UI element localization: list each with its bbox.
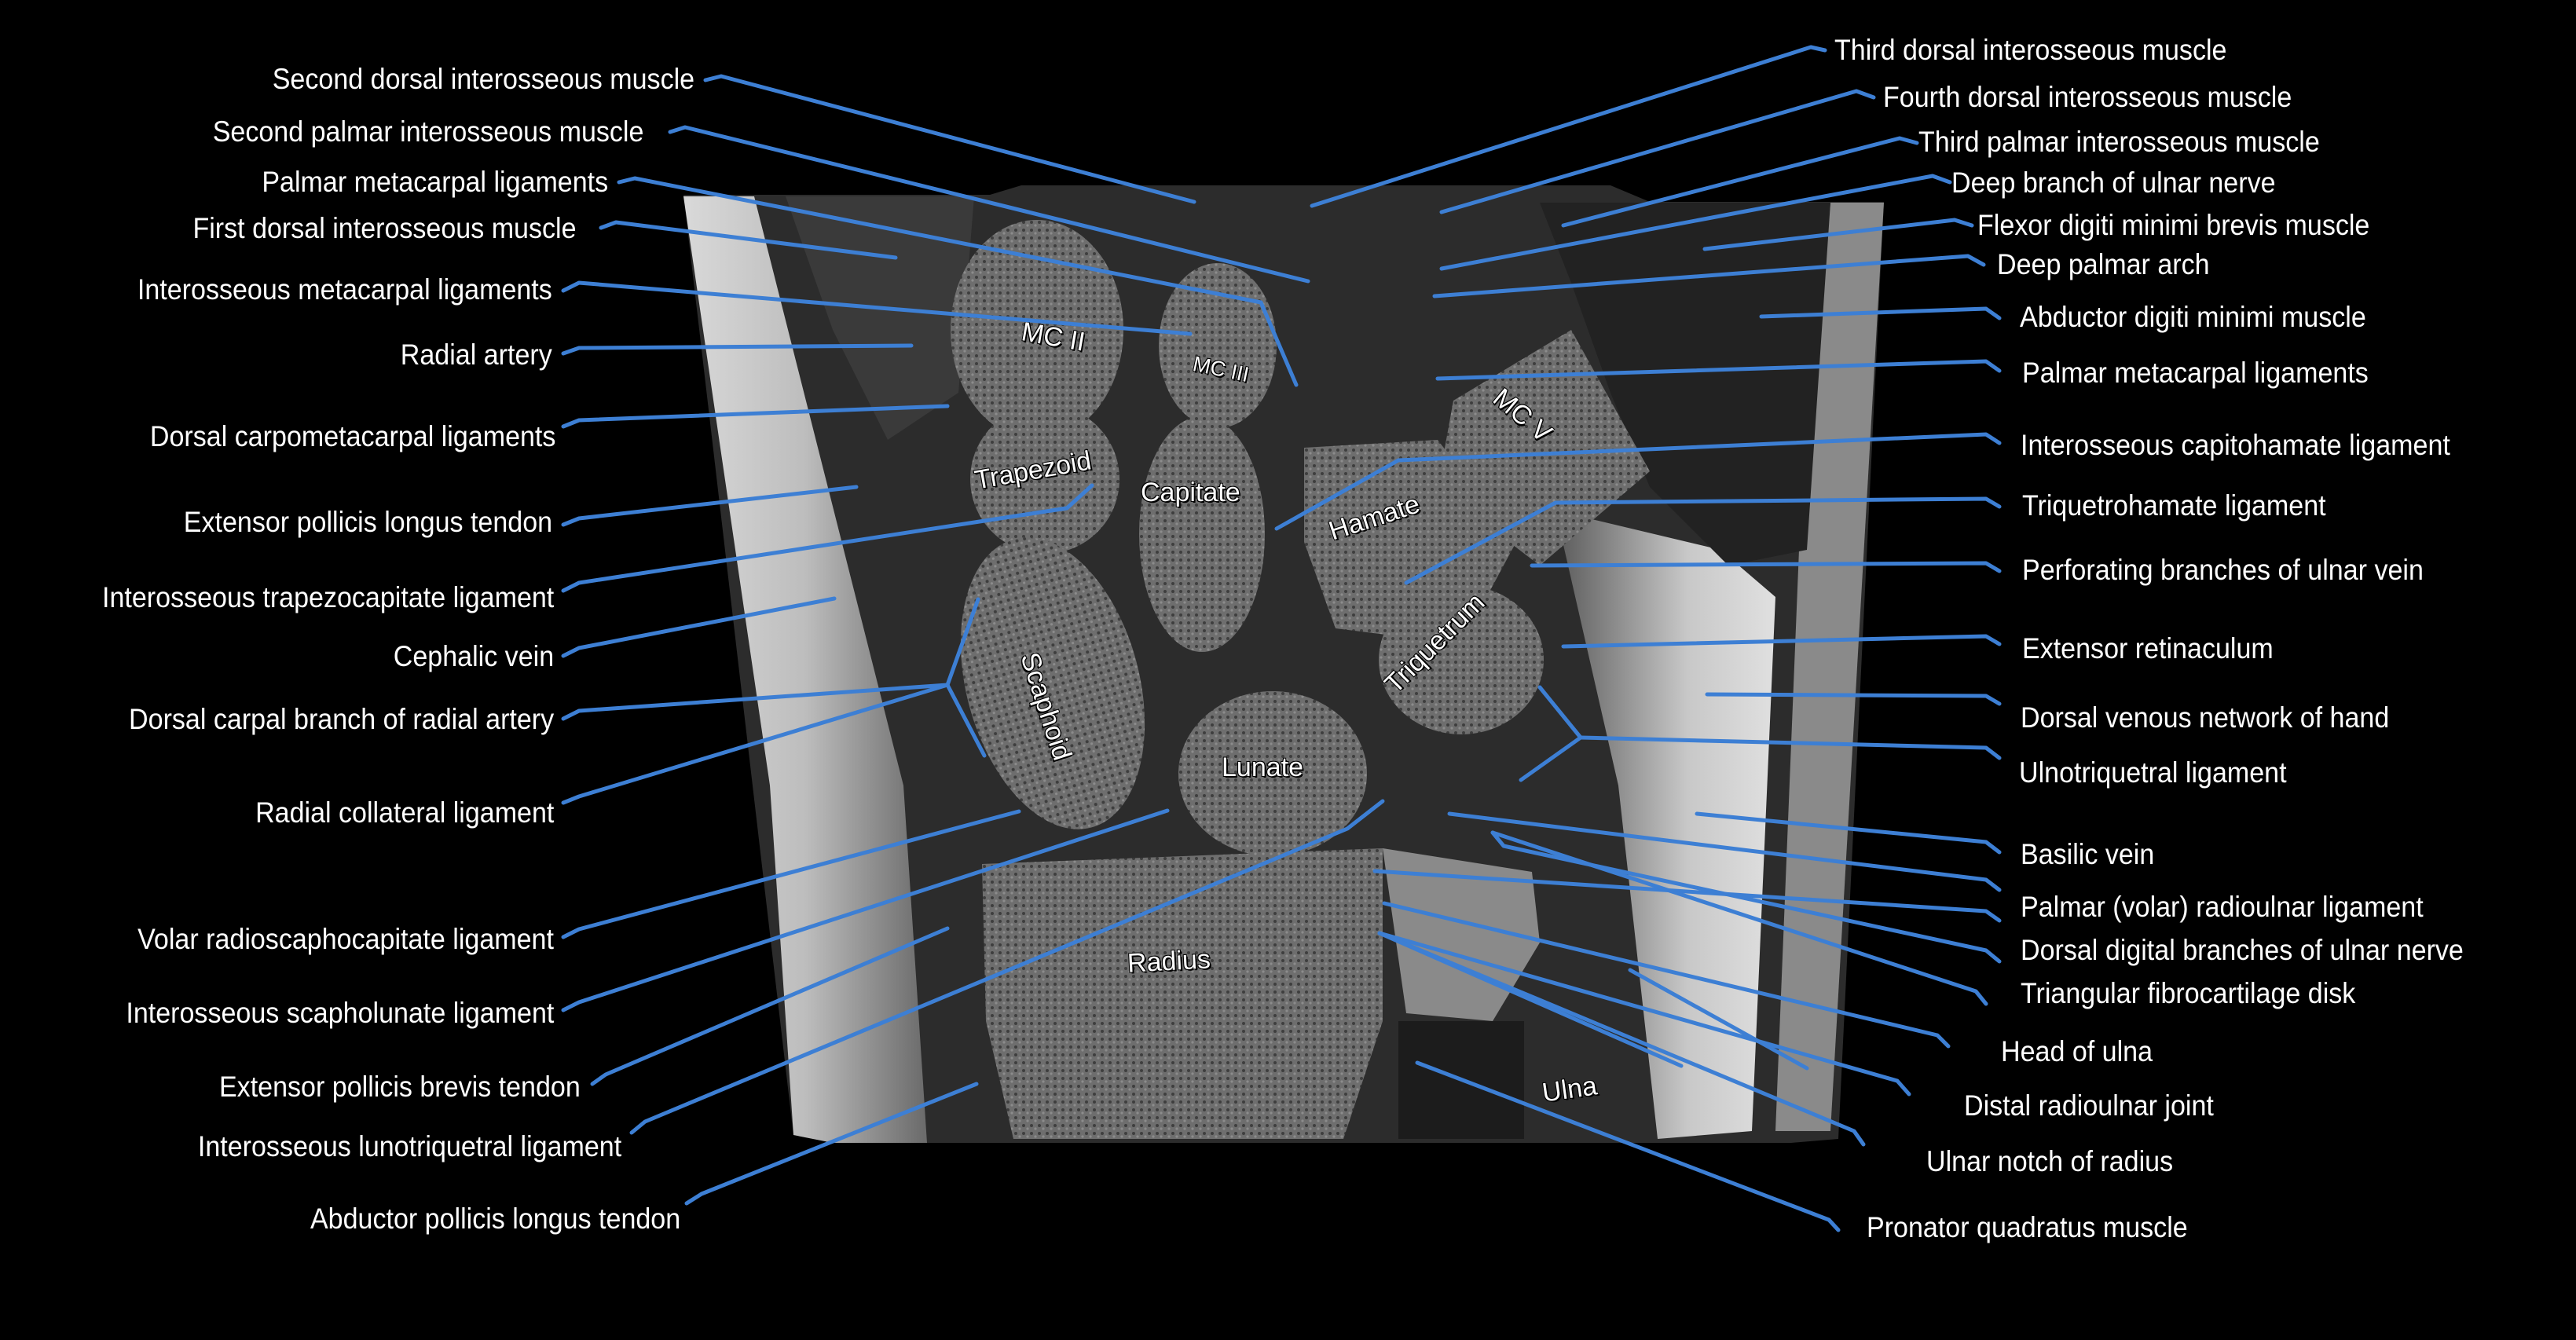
label-pronator-quadratus: Pronator quadratus muscle: [1867, 1211, 2188, 1243]
label-perforating-branches-ulnar-vein: Perforating branches of ulnar vein: [2022, 554, 2424, 586]
label-palmar-metacarpal-ligaments-left: Palmar metacarpal ligaments: [262, 166, 608, 198]
label-interosseous-trapezocapitate: Interosseous trapezocapitate ligament: [101, 581, 554, 613]
bone-label-lunate: Lunate: [1222, 752, 1303, 782]
label-dorsal-carpal-branch-radial-artery: Dorsal carpal branch of radial artery: [128, 703, 554, 735]
label-extensor-pollicis-longus: Extensor pollicis longus tendon: [183, 506, 552, 538]
label-abductor-pollicis-longus: Abductor pollicis longus tendon: [310, 1203, 680, 1235]
label-radial-collateral-ligament: Radial collateral ligament: [255, 796, 554, 829]
label-head-of-ulna: Head of ulna: [2001, 1035, 2153, 1067]
label-flexor-digiti-minimi-brevis: Flexor digiti minimi brevis muscle: [1977, 209, 2370, 241]
label-interosseous-capitohamate: Interosseous capitohamate ligament: [2021, 429, 2450, 461]
label-palmar-radioulnar-ligament: Palmar (volar) radioulnar ligament: [2021, 891, 2424, 923]
label-deep-branch-ulnar-nerve: Deep branch of ulnar nerve: [1951, 167, 2276, 199]
label-ulnotriquetral-ligament: Ulnotriquetral ligament: [2019, 756, 2287, 789]
label-interosseous-metacarpal-ligaments: Interosseous metacarpal ligaments: [137, 273, 552, 306]
label-first-dorsal-interosseous: First dorsal interosseous muscle: [192, 212, 577, 244]
label-interosseous-scapholunate: Interosseous scapholunate ligament: [126, 997, 554, 1029]
label-extensor-pollicis-brevis: Extensor pollicis brevis tendon: [219, 1071, 581, 1103]
label-radial-artery: Radial artery: [401, 339, 552, 371]
label-deep-palmar-arch: Deep palmar arch: [1997, 248, 2210, 280]
label-triangular-fibrocartilage-disk: Triangular fibrocartilage disk: [2021, 977, 2356, 1009]
label-dorsal-digital-branches-ulnar-nerve: Dorsal digital branches of ulnar nerve: [2021, 934, 2464, 966]
label-third-dorsal-interosseous: Third dorsal interosseous muscle: [1834, 34, 2227, 66]
label-palmar-metacarpal-ligaments-right: Palmar metacarpal ligaments: [2022, 357, 2369, 389]
label-triquetrohamate-ligament: Triquetrohamate ligament: [2022, 489, 2326, 522]
label-fourth-dorsal-interosseous: Fourth dorsal interosseous muscle: [1883, 81, 2292, 113]
label-extensor-retinaculum: Extensor retinaculum: [2022, 632, 2274, 665]
label-cephalic-vein: Cephalic vein: [393, 640, 554, 672]
label-basilic-vein: Basilic vein: [2021, 838, 2155, 870]
label-interosseous-lunotriquetral: Interosseous lunotriquetral ligament: [197, 1130, 621, 1162]
label-third-palmar-interosseous: Third palmar interosseous muscle: [1918, 126, 2320, 158]
label-ulnar-notch-of-radius: Ulnar notch of radius: [1926, 1145, 2174, 1177]
label-distal-radioulnar-joint: Distal radioulnar joint: [1964, 1089, 2214, 1122]
label-second-dorsal-interosseous: Second dorsal interosseous muscle: [272, 63, 694, 95]
label-second-palmar-interosseous: Second palmar interosseous muscle: [212, 115, 643, 148]
label-dorsal-carpometacarpal-ligaments: Dorsal carpometacarpal ligaments: [149, 420, 555, 452]
label-abductor-digiti-minimi: Abductor digiti minimi muscle: [2020, 301, 2366, 333]
label-volar-radioscaphocapitate: Volar radioscaphocapitate ligament: [137, 923, 554, 955]
label-dorsal-venous-network: Dorsal venous network of hand: [2021, 701, 2390, 734]
bone-label-capitate: Capitate: [1141, 478, 1240, 507]
